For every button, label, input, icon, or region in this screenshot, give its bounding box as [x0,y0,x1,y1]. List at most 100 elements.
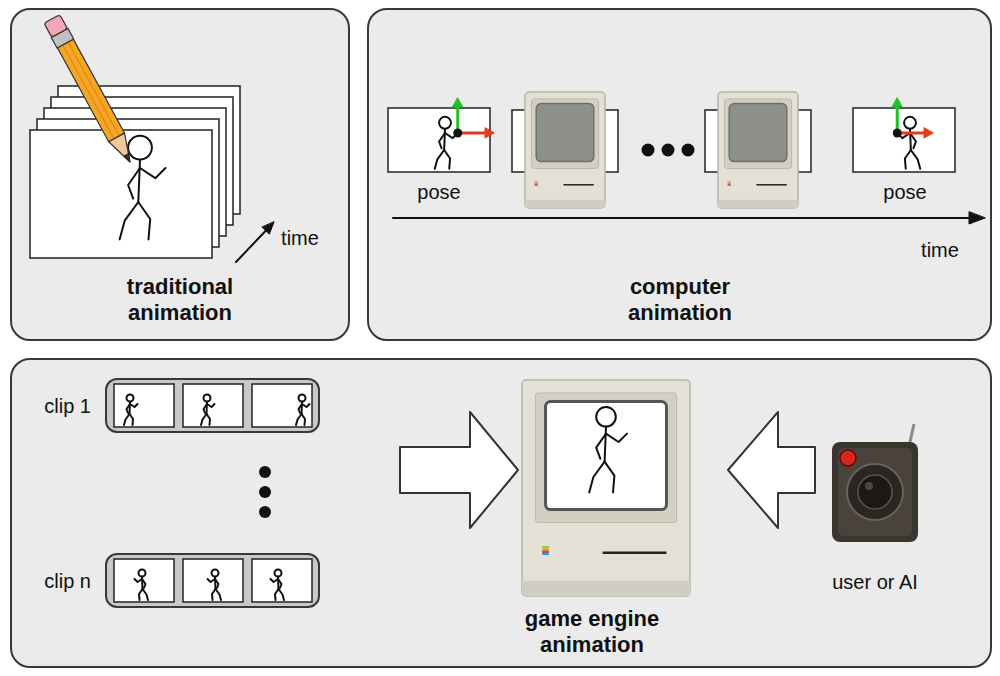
axis-label: pose [417,180,460,204]
logo-stripe [542,549,549,550]
ellipsis-dot [259,486,271,498]
stick-limb [142,579,146,588]
frame [705,110,811,172]
panel-title: traditional animation [85,274,275,327]
computer-icon [718,92,798,208]
time-arrow-head [262,222,274,234]
computer-icon [525,92,605,208]
panel: traditional animation [10,8,350,341]
stick-figure [135,570,149,601]
stick-figure [208,570,222,601]
stick-figure [589,407,627,492]
time-axis [393,217,969,219]
logo-stripe [542,551,549,552]
logo-stripe [535,182,538,184]
clip-label: clip 1 [44,394,91,418]
computer-screen [536,104,594,162]
logo-stripe [542,548,549,549]
stick-head [204,395,211,402]
computer-screen-on [546,402,667,510]
up-vector-head [453,98,463,107]
stick-limb [130,414,134,425]
stick-limb [206,402,209,415]
block-arrow [728,412,815,528]
stick-limb [140,168,166,178]
pencil-wood [109,133,138,166]
joystick-ring [847,464,903,520]
frame [37,119,219,247]
panel-title: computer animation [585,274,775,327]
stick-limb [143,589,149,600]
stick-limb [138,160,140,203]
stick-figure [271,570,285,601]
stick-limb [201,414,207,425]
stick-limb [589,462,604,493]
stick-limb [302,404,310,407]
pencil [44,14,139,166]
panel: game engine animation clip 1 clip n [10,358,992,668]
joystick-cable [910,424,914,442]
logo-stripe [728,182,731,184]
computer-bezel [535,393,676,523]
frame [388,108,490,172]
stick-limb [905,150,911,169]
stick-limb [605,462,615,493]
joystick-plate [838,448,912,536]
stick-limb [277,577,280,590]
stick-limb [596,434,606,459]
frame [183,384,243,427]
stick-limb [215,579,219,588]
stick-limb [207,404,215,407]
stick-limb [605,427,606,462]
clip-label: clip n [44,569,91,593]
stick-limb [302,414,306,425]
frame [252,384,312,427]
logo-stripe [542,554,549,555]
stick-figure [435,117,458,169]
pencil-body [57,39,124,142]
stick-limb [204,404,208,413]
right-vector-head [485,128,494,138]
time-axis-head [969,212,985,224]
logo-stripe [728,181,731,183]
stick-limb [444,150,450,169]
computer-base [525,200,605,208]
logo-stripe [728,185,731,187]
pencil-stripe [68,42,119,136]
up-vector [456,107,459,133]
stick-head [139,570,146,577]
pencil-ferrule [51,28,73,48]
logo-stripe [535,182,538,184]
ellipsis-dot [259,466,271,478]
stick-head [128,136,152,160]
stick-limb [909,129,912,150]
stick-head [127,395,134,402]
joystick-highlight [865,482,873,490]
frame [30,130,212,258]
frame [853,108,955,172]
frame [114,559,174,602]
stick-limb [138,202,150,239]
stick-head [299,395,306,402]
axis-label: time [281,226,319,250]
ellipsis-dot [642,144,655,157]
logo-stripe [535,185,538,187]
panel-title: game engine animation [497,606,687,659]
clip-strip: clip n [105,553,320,608]
stick-limb [279,589,285,600]
computer-base [522,581,690,596]
stick-limb [127,404,131,413]
frame [183,559,243,602]
stick-limb [128,168,140,199]
frame [512,110,618,172]
up-vector-head [892,98,902,107]
stick-limb [212,589,216,600]
time-arrow [236,231,266,262]
stick-limb [208,579,216,582]
stick-limb [439,133,445,148]
stick-limb [275,589,279,600]
stick-limb [910,133,916,148]
stick-limb [130,404,138,407]
fire-button [840,450,856,466]
